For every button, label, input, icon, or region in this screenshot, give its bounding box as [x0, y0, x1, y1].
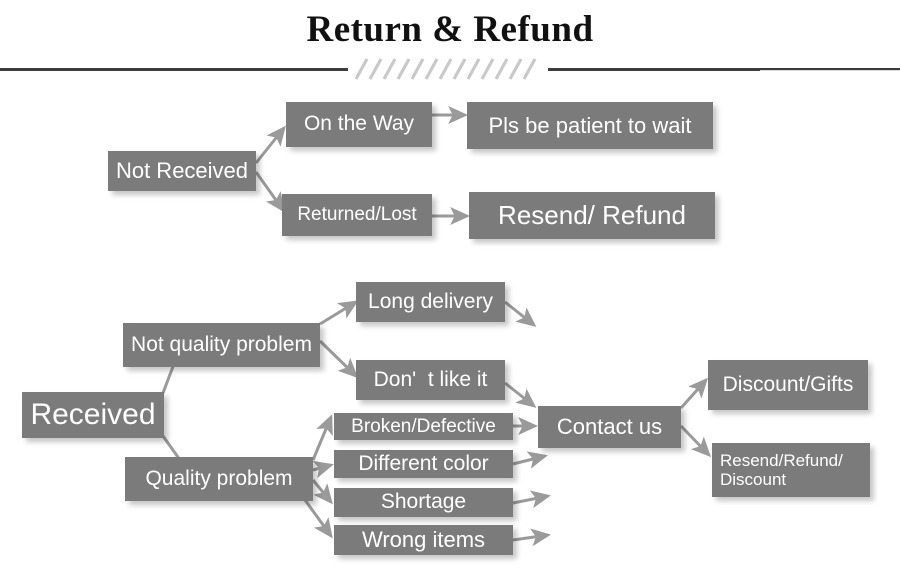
arrow-contact-us-to-resend-refund-discount [679, 424, 712, 458]
node-discount-gifts[interactable]: Discount/Gifts [708, 360, 868, 410]
divider-rule-right [548, 68, 900, 71]
node-resend-refund[interactable]: Resend/ Refund [469, 192, 715, 239]
node-returned-lost[interactable]: Returned/Lost [282, 194, 432, 236]
arrow-wrong-items-to-contact-us [512, 528, 551, 547]
arrow-not-quality-to-dont-like-it [318, 339, 359, 379]
page-title: Return & Refund [306, 9, 594, 50]
arrow-contact-us-to-discount-gifts [679, 377, 708, 409]
arrow-quality-to-shortage [311, 479, 333, 505]
arrow-long-delivery-to-contact-us [504, 300, 537, 327]
node-shortage[interactable]: Shortage [334, 488, 513, 517]
arrow-quality-to-different-color [312, 460, 334, 479]
flowchart: Not Received On the Way Returned/Lost Pl… [0, 88, 900, 578]
arrow-not-received-to-on-the-way [254, 125, 286, 164]
node-broken-defective[interactable]: Broken/Defective [334, 413, 513, 440]
node-on-the-way[interactable]: On the Way [286, 102, 432, 147]
arrow-shortage-to-contact-us [512, 490, 551, 509]
node-received[interactable]: Received [22, 392, 164, 438]
node-wrong-items[interactable]: Wrong items [334, 525, 513, 555]
divider-rule-left [0, 68, 348, 71]
node-contact-us[interactable]: Contact us [538, 406, 681, 448]
arrow-not-quality-to-long-delivery [319, 300, 359, 326]
page-header: Return & Refund [0, 0, 900, 88]
node-quality-problem[interactable]: Quality problem [125, 457, 313, 501]
arrow-quality-to-broken-defective [311, 414, 333, 461]
node-not-quality-problem[interactable]: Not quality problem [123, 323, 320, 367]
line-received-to-quality-problem [161, 435, 182, 461]
diagonal-hatch-ornament-icon [354, 58, 537, 80]
node-long-delivery[interactable]: Long delivery [356, 282, 505, 322]
node-different-color[interactable]: Different color [334, 450, 513, 478]
divider-rule-right-hairline [760, 70, 900, 71]
node-pls-be-patient-to-wait[interactable]: Pls be patient to wait [467, 102, 713, 149]
node-not-received[interactable]: Not Received [108, 151, 256, 191]
node-dont-like-it[interactable]: Don' t like it [356, 360, 505, 400]
node-resend-refund-discount[interactable]: Resend/Refund/ Discount [712, 443, 870, 497]
arrow-different-color-to-contact-us [512, 451, 548, 469]
arrow-not-received-to-returned-lost [254, 171, 285, 213]
arrow-dont-like-it-to-contact-us [504, 381, 537, 408]
